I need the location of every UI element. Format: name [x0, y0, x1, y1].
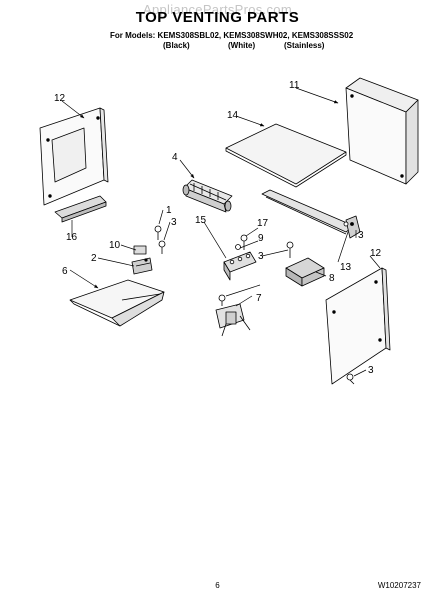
callout-label: 13 [340, 262, 352, 273]
callout-label: 9 [258, 233, 264, 244]
switch-part [131, 245, 153, 275]
callout-label: 17 [257, 218, 269, 229]
callout-label: 8 [329, 273, 335, 284]
document-code: W10207237 [377, 581, 421, 590]
callout-label: 4 [172, 152, 178, 163]
callout-label: 14 [227, 110, 239, 121]
vent-cover-part [69, 279, 165, 327]
callout-label: 12 [54, 93, 66, 104]
watermark: AppliancePartsPros.com [143, 2, 292, 17]
callout-label: 10 [109, 240, 121, 251]
callout-label: 11 [289, 80, 300, 91]
screw-part [235, 234, 294, 258]
rear-panel-part [345, 77, 419, 185]
callout-label: 3 [358, 230, 364, 241]
top-panel-part [225, 123, 347, 188]
color-white-label: (White) [228, 41, 256, 50]
page-number: 6 [215, 581, 220, 590]
callout-label: 3 [258, 251, 264, 262]
callout-label: 1 [166, 205, 172, 216]
page-title: TOP VENTING PARTS [135, 9, 300, 26]
color-stainless-label: (Stainless) [284, 41, 325, 50]
color-black-label: (Black) [163, 41, 190, 50]
callout-label: 7 [256, 293, 262, 304]
callout-label: 6 [62, 266, 68, 277]
right-side-panel-part [325, 267, 391, 385]
blower-assembly-part [182, 179, 233, 213]
callout-numbers: 11 12 14 4 1 3 15 17 9 10 2 6 16 3 13 8 … [54, 80, 382, 376]
leader-lines [61, 87, 381, 377]
control-module-part [285, 257, 325, 287]
callout-label: 16 [66, 232, 78, 243]
long-rail-part [261, 189, 361, 239]
models-line: For Models: KEMS308SBL02, KEMS308SWH02, … [110, 31, 354, 40]
callout-label: 3 [368, 365, 374, 376]
callout-label: 15 [195, 215, 207, 226]
terminal-block-part [223, 251, 257, 281]
screw-part [346, 373, 355, 385]
callout-label: 3 [171, 217, 177, 228]
screw-part [343, 221, 349, 227]
callout-label: 12 [370, 248, 382, 259]
small-bracket-part [54, 195, 107, 223]
screw-part [154, 225, 166, 254]
callout-label: 2 [91, 253, 97, 264]
left-side-panel-part [39, 107, 109, 206]
thermostat-bracket-part [215, 294, 251, 337]
